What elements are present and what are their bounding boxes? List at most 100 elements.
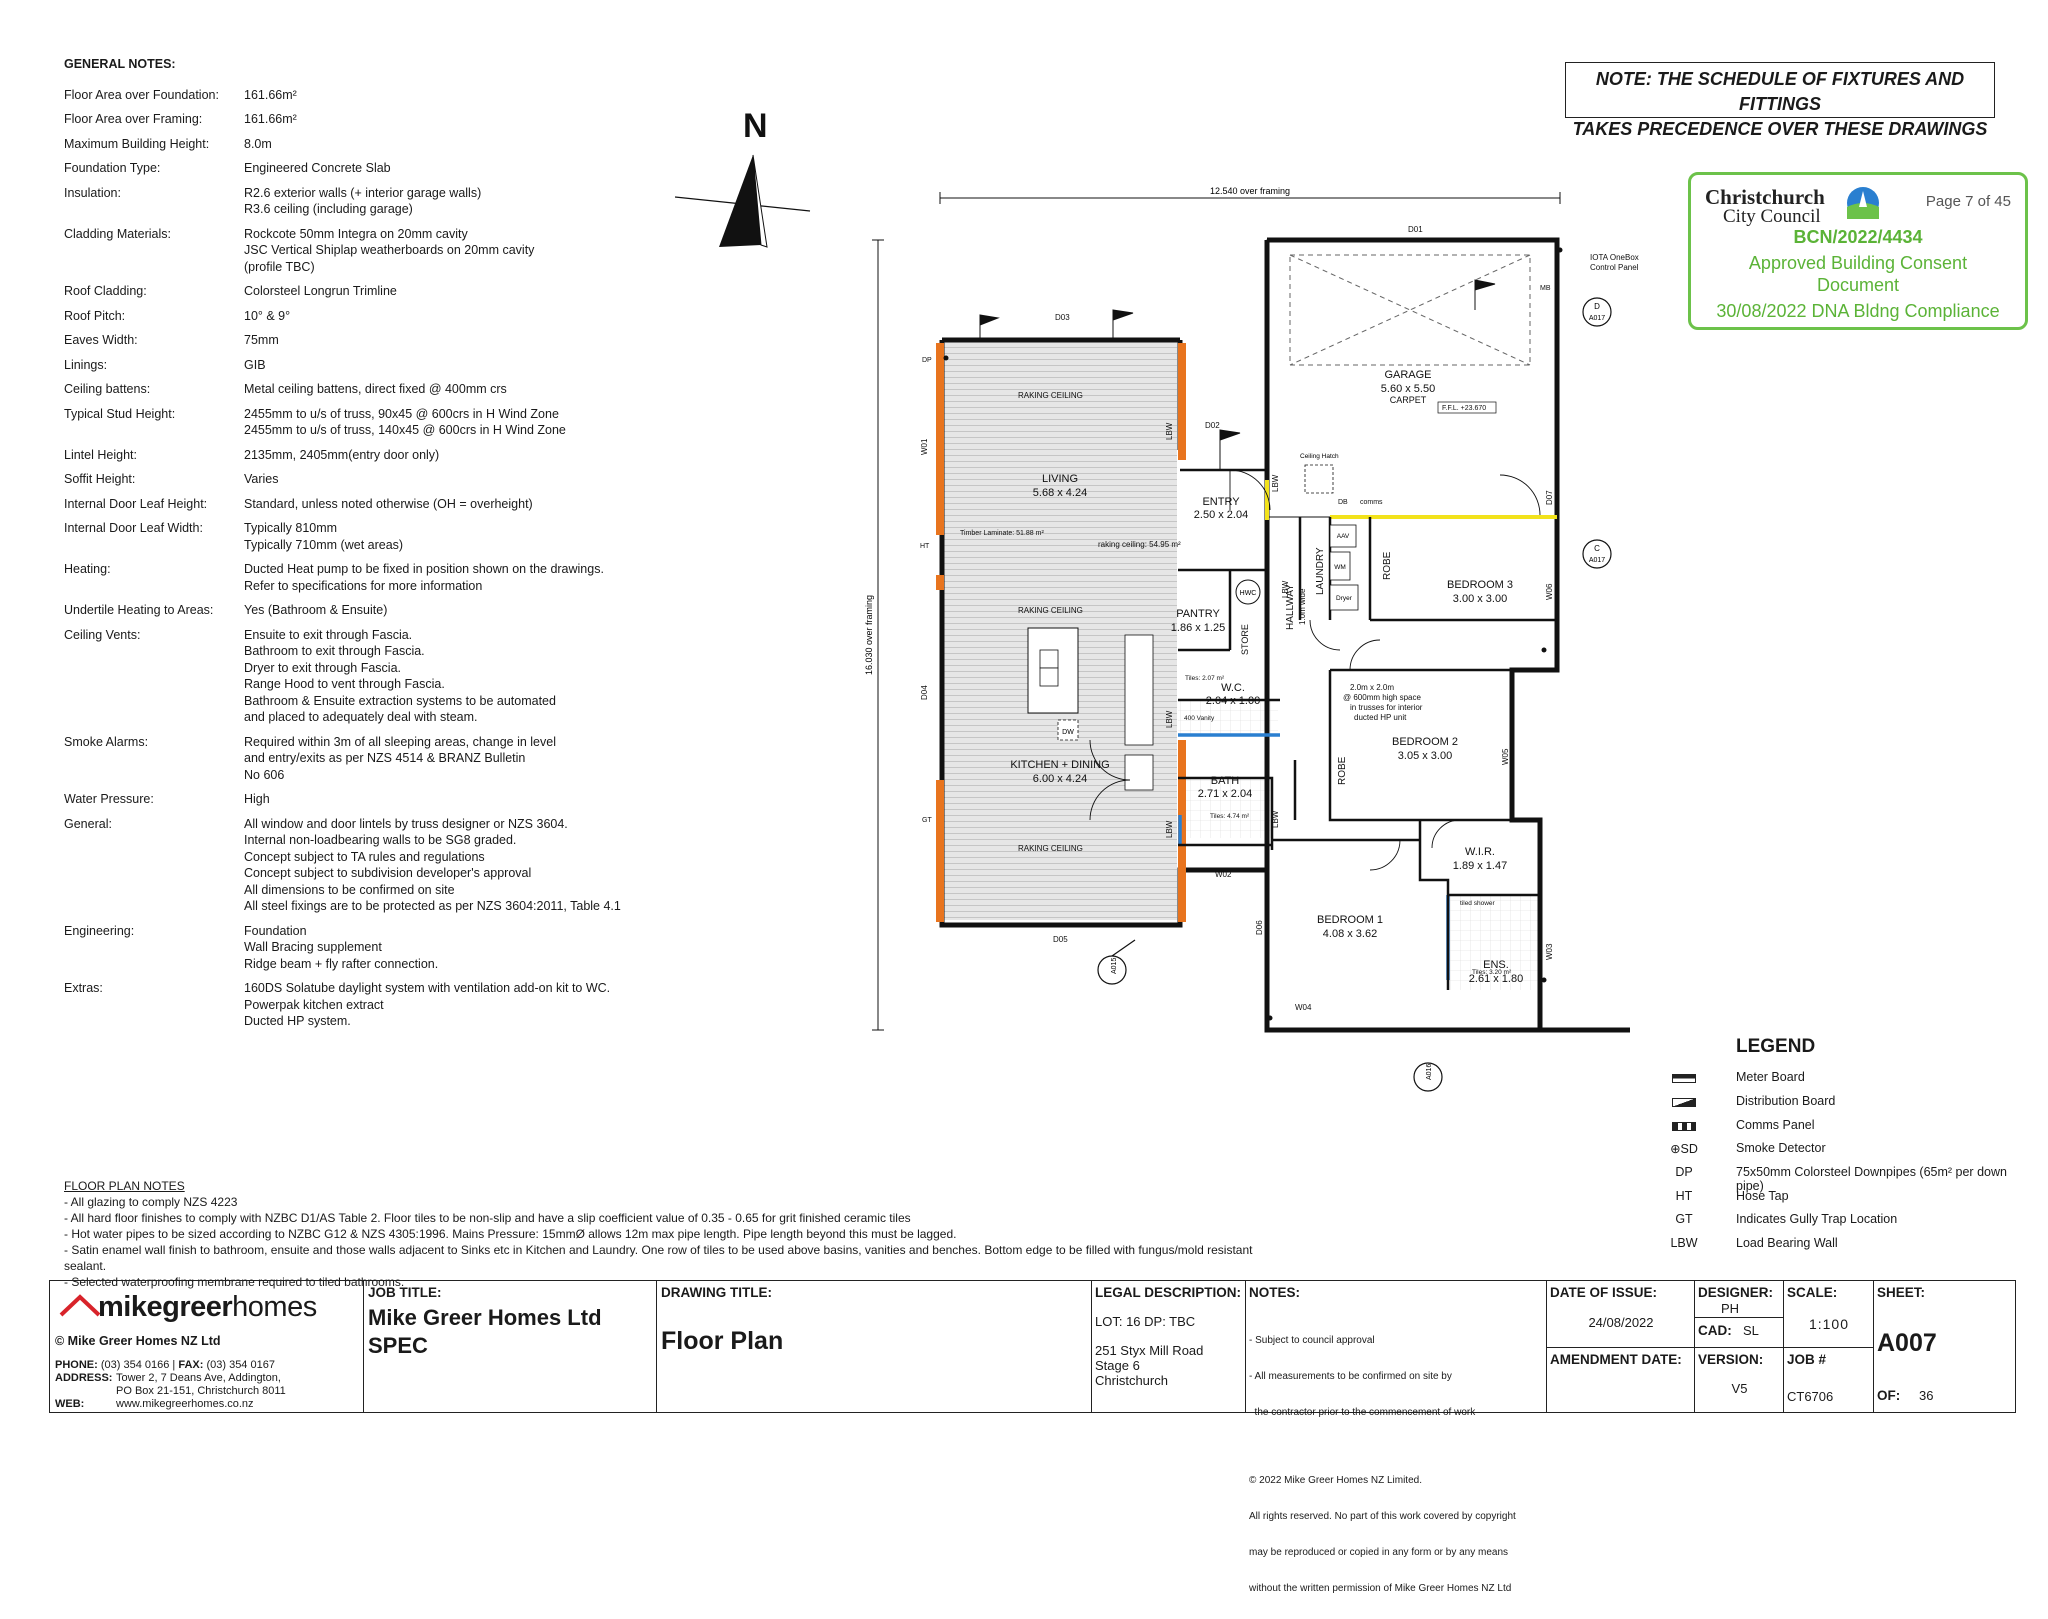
drawing-title: Floor Plan [661,1327,784,1355]
general-note-line: R2.6 exterior walls (+ interior garage w… [244,185,482,200]
legend-code: LBW [1670,1236,1698,1250]
room-wir-name: W.I.R. [1465,846,1495,858]
hallway-width-label: 1.0m wide [1298,588,1307,625]
section-marker-b: A016 [1413,1062,1443,1092]
general-note-row: Maximum Building Height:8.0m [64,136,704,153]
store-label: STORE [1240,624,1250,655]
dim-top-label: 12.540 over framing [1210,186,1290,196]
iota-label-2: Control Panel [1590,263,1639,272]
general-note-line: Rockcote 50mm Integra on 20mm cavity [244,226,468,241]
raking-ceiling-label-2: RAKING CEILING [1018,606,1083,615]
legend-row-comms: Comms Panel [1652,1118,2032,1136]
hp-space-4: ducted HP unit [1354,713,1407,722]
general-note-line: R3.6 ceiling (including garage) [244,202,413,216]
general-note-line: 75mm [244,333,279,347]
general-note-line: Powerpak kitchen extract [244,997,384,1012]
general-note-line: High [244,792,270,806]
fp-note: - Hot water pipes to be sized according … [64,1227,957,1241]
raking-area-label: raking ceiling: 54.95 m² [1098,540,1181,549]
general-note-row: Foundation Type:Engineered Concrete Slab [64,160,704,177]
hp-space-1: 2.0m x 2.0m [1350,683,1394,692]
hp-space-3: in trusses for interior [1350,703,1423,712]
room-kitchen-size: 6.00 x 4.24 [1033,773,1087,785]
legend-desc: Meter Board [1736,1070,1805,1084]
contact-phone: PHONE: (03) 354 0166 | FAX: (03) 354 016… [55,1359,275,1371]
cad-label: CAD: [1698,1323,1732,1338]
legal-lot: LOT: 16 DP: TBC [1095,1314,1196,1329]
section-a-sheet: A015 [1111,958,1118,974]
opening-d01: D01 [1408,225,1423,234]
robe-label-2: ROBE [1337,756,1348,785]
scale: 1:100 [1808,1316,1850,1332]
meter-board-icon [1672,1074,1696,1083]
general-note-line: Bathroom to exit through Fascia. [244,644,425,658]
general-note-line: No 606 [244,767,285,782]
version-label: VERSION: [1698,1352,1764,1367]
opening-d02: D02 [1205,421,1220,430]
general-note-row: Floor Area over Framing:161.66m² [64,111,704,128]
room-ens-size: 2.61 x 1.80 [1469,973,1523,985]
general-note-row: Floor Area over Foundation:161.66m² [64,87,704,104]
hallway-label: HALLWAY [1285,584,1296,630]
sheet-number: A007 [1877,1329,1937,1357]
designer-label: DESIGNER: [1698,1285,1774,1300]
opening-d04: D04 [920,685,929,700]
general-note-value: High [244,791,704,808]
hp-space-2: @ 600mm high space [1343,693,1421,702]
note-line: the contractor prior to the commencement… [1249,1407,1476,1418]
approval-text-line1: Approved Building Consent [1748,253,1968,273]
dates-divider [1547,1347,1695,1348]
general-note-label: Ceiling battens: [64,382,151,396]
general-note-line: All steel fixings are to be protected as… [244,899,621,913]
room-wir-size: 1.89 x 1.47 [1453,860,1507,872]
general-note-line: 10° & 9° [244,308,291,323]
general-note-line: Wall Bracing supplement [244,940,382,954]
general-note-line: Colorsteel Longrun Trimline [244,284,397,298]
general-note-row: Heating:Ducted Heat pump to be fixed in … [64,561,704,594]
general-notes-title: GENERAL NOTES: [64,57,176,71]
general-note-line: Concept subject to subdivision developer… [244,866,532,880]
general-note-value: 75mm [244,332,704,349]
note-line: - All measurements to be confirmed on si… [1249,1371,1452,1382]
lbw-label-4: LBW [1271,474,1280,492]
ffl-label: F.F.L. +23.670 [1442,405,1486,412]
note-line: All rights reserved. No part of this wor… [1249,1511,1516,1522]
tiled-shower-label: tiled shower [1460,900,1496,907]
company-logo-text: mikegreerhomes [98,1291,317,1324]
general-note-label: Roof Cladding: [64,284,147,298]
general-note-line: Typically 810mm [244,521,338,535]
timber-label: Timber Laminate: 51.88 m² [960,530,1044,537]
tiles-bath-label: Tiles: 4.74 m² [1210,813,1250,820]
section-c-sheet: A017 [1589,557,1605,564]
room-pantry-name: PANTRY [1176,608,1220,620]
job-label: JOB # [1787,1352,1827,1367]
general-note-label: Lintel Height: [64,447,137,462]
room-bath-size: 2.71 x 2.04 [1198,788,1252,800]
phone-value: (03) 354 0166 [100,1359,170,1371]
legend-row-meter: Meter Board [1652,1070,2032,1088]
mb-label: MB [1540,285,1551,292]
general-note-line: Range Hood to vent through Fascia. [244,677,445,691]
general-note-value: Colorsteel Longrun Trimline [244,283,704,300]
north-label: N [743,107,768,145]
general-note-label: Soffit Height: [64,472,136,486]
opening-w03: W04 [1295,1003,1312,1012]
general-note-value: Varies [244,471,704,488]
general-note-value: Metal ceiling battens, direct fixed @ 40… [244,381,704,398]
web-label: WEB: [55,1398,85,1410]
fp-note: - All hard floor finishes to comply with… [64,1211,911,1225]
general-note-line: Yes (Bathroom & Ensuite) [244,603,388,617]
opening-w04: W03 [1545,943,1554,960]
general-note-row: Eaves Width:75mm [64,332,704,349]
general-note-line: 8.0m [244,136,272,151]
approval-date: 30/08/2022 DNA Bldng Compliance [1716,301,2000,321]
note-line: - Subject to council approval [1249,1335,1375,1346]
fax-label: FAX: [178,1359,204,1371]
general-note-value: 161.66m² [244,87,704,104]
general-note-line: Ducted Heat pump to be fixed in position… [244,562,604,576]
general-note-value: 10° & 9° [244,308,704,325]
north-arrow-icon: N [675,107,811,248]
general-note-value: 160DS Solatube daylight system with vent… [244,980,704,1030]
opening-w02: W02 [1215,870,1232,879]
